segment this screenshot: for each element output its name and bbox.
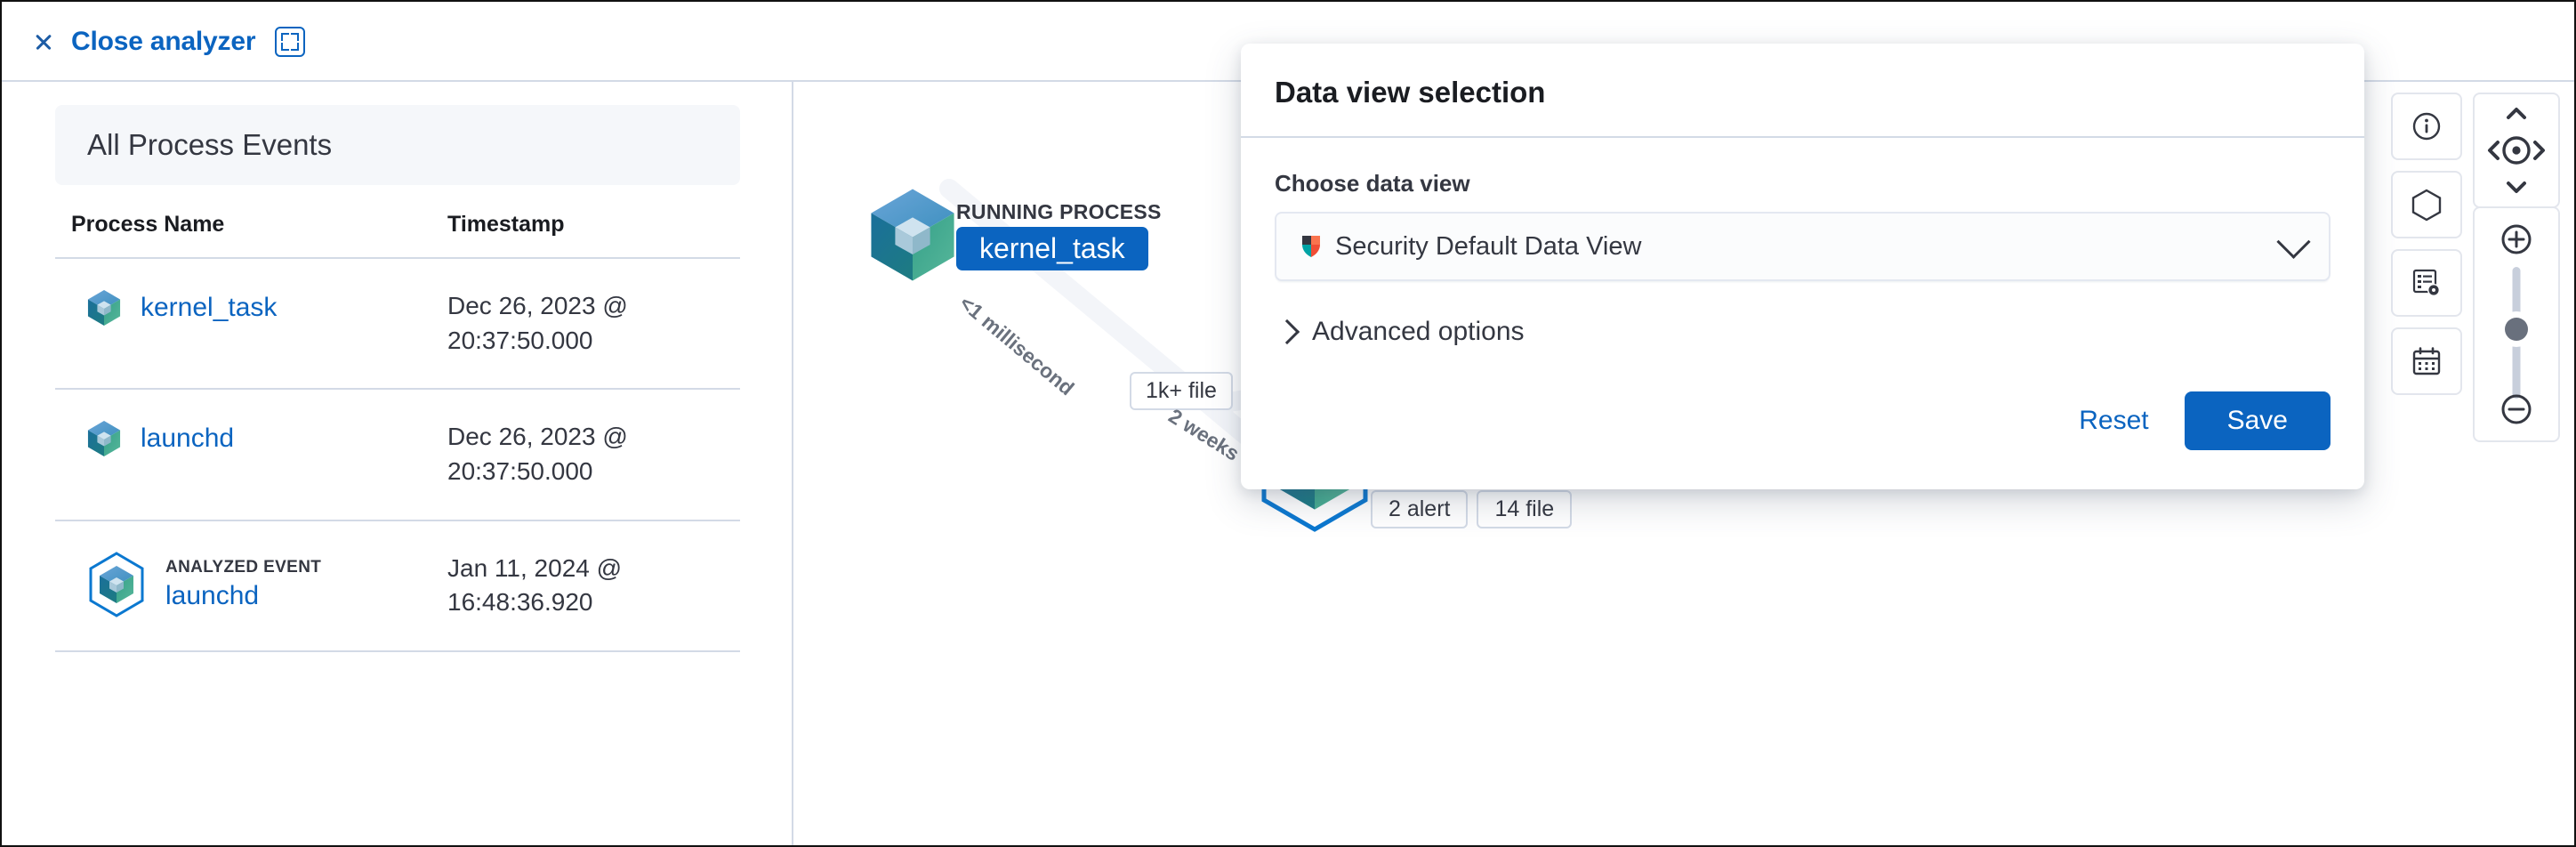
center-map-button[interactable]	[2501, 135, 2532, 167]
modal-footer: Reset Save	[1241, 356, 2364, 489]
column-header-timestamp: Timestamp	[431, 212, 740, 259]
close-x-icon	[32, 30, 55, 53]
modal-body: Choose data view Security Default Data V…	[1241, 138, 2364, 356]
chevron-down-icon	[2276, 224, 2311, 259]
pan-zoom-controls	[2473, 93, 2560, 442]
cell-timestamp: Dec 26, 2023 @ 20:37:50.000	[431, 389, 740, 521]
chevron-right-icon	[1274, 319, 1300, 345]
cell-timestamp: Dec 26, 2023 @ 20:37:50.000	[431, 258, 740, 391]
table-row[interactable]: launchd Dec 26, 2023 @ 20:37:50.000	[55, 389, 740, 521]
process-cube-icon	[87, 421, 121, 457]
data-view-settings-button[interactable]	[2391, 249, 2462, 317]
edge-pill-file-count[interactable]: 1k+ file	[1130, 372, 1233, 410]
pan-down-button[interactable]	[2500, 176, 2533, 201]
column-header-process-name: Process Name	[55, 212, 431, 259]
hexagon-icon	[2411, 189, 2442, 222]
cell-process-name: ANALYZED EVENT launchd	[55, 520, 431, 652]
choose-data-view-label: Choose data view	[1275, 170, 1470, 197]
graph-node-kernel-task[interactable]: RUNNING PROCESS kernel_task	[869, 187, 1162, 283]
table-header-row: Process Name Timestamp	[55, 212, 740, 259]
modal-title: Data view selection	[1275, 76, 1546, 109]
timestamp-value: Dec 26, 2023 @ 20:37:50.000	[447, 292, 628, 354]
data-view-selected-value: Security Default Data View	[1335, 231, 1642, 261]
analyzed-event-cube-icon	[87, 551, 146, 617]
zoom-slider-thumb[interactable]	[2505, 318, 2528, 341]
node-kind-label: RUNNING PROCESS	[956, 199, 1162, 223]
close-analyzer-label: Close analyzer	[71, 27, 256, 56]
node-name-pill[interactable]: kernel_task	[956, 226, 1148, 270]
panel-heading: All Process Events	[55, 105, 740, 185]
timestamp-value: Dec 26, 2023 @ 20:37:50.000	[447, 423, 628, 485]
graph-controls	[2391, 93, 2560, 442]
cell-timestamp: Jan 11, 2024 @ 16:48:36.920	[431, 520, 740, 652]
schema-gear-icon	[2412, 269, 2440, 296]
pan-control	[2473, 93, 2560, 208]
chevron-down-icon	[2507, 182, 2526, 193]
chevron-right-icon	[2533, 141, 2545, 160]
advanced-options-toggle[interactable]: Advanced options	[1274, 317, 2330, 347]
analyzed-event-badge: ANALYZED EVENT	[165, 557, 322, 577]
info-button[interactable]	[2391, 93, 2462, 160]
chevron-up-icon	[2507, 108, 2526, 119]
node-legend-button[interactable]	[2391, 171, 2462, 238]
zoom-control	[2473, 206, 2560, 442]
data-view-select[interactable]: Security Default Data View	[1275, 212, 2330, 281]
zoom-out-button[interactable]	[2475, 385, 2558, 433]
page-title: All Process Events	[87, 128, 333, 161]
reset-button[interactable]: Reset	[2056, 393, 2171, 448]
badge-alert-count[interactable]: 2 alert	[1371, 490, 1469, 528]
cell-process-name: launchd	[55, 389, 431, 521]
process-cube-icon	[871, 189, 954, 281]
date-picker-button[interactable]	[2391, 327, 2462, 395]
info-icon	[2412, 112, 2441, 141]
node-badge-row: 2 alert 14 file	[1371, 490, 1573, 528]
expand-fullscreen-icon[interactable]	[275, 27, 306, 57]
save-button[interactable]: Save	[2184, 391, 2330, 450]
process-cube-icon	[100, 565, 133, 603]
process-events-panel: All Process Events Process Name Timestam…	[4, 82, 793, 845]
center-target-icon	[2502, 136, 2531, 165]
process-cube-icon	[87, 290, 121, 326]
table-row[interactable]: kernel_task Dec 26, 2023 @ 20:37:50.000	[55, 258, 740, 391]
advanced-options-label: Advanced options	[1312, 317, 1525, 346]
pan-up-button[interactable]	[2500, 101, 2533, 126]
graph-tool-buttons	[2391, 93, 2462, 395]
zoom-in-button[interactable]	[2475, 215, 2558, 263]
data-view-selection-modal: Data view selection Choose data view Sec…	[1241, 44, 2364, 489]
process-name-link[interactable]: launchd	[141, 424, 235, 454]
chevron-left-icon	[2488, 141, 2500, 160]
modal-header: Data view selection	[1241, 44, 2364, 138]
process-events-table: Process Name Timestamp	[55, 212, 740, 652]
elastic-security-shield-icon	[1302, 236, 1320, 257]
close-analyzer-button[interactable]: Close analyzer	[32, 27, 256, 57]
calendar-icon	[2412, 347, 2441, 375]
process-name-link[interactable]: launchd	[165, 580, 260, 610]
timestamp-value: Jan 11, 2024 @ 16:48:36.920	[447, 553, 623, 617]
hexagon-outline-icon	[89, 551, 144, 617]
table-row[interactable]: ANALYZED EVENT launchd Jan 11, 2024 @ 16…	[55, 520, 740, 652]
badge-file-count[interactable]: 14 file	[1477, 490, 1573, 528]
cell-process-name: kernel_task	[55, 258, 431, 391]
process-name-link[interactable]: kernel_task	[141, 293, 278, 322]
